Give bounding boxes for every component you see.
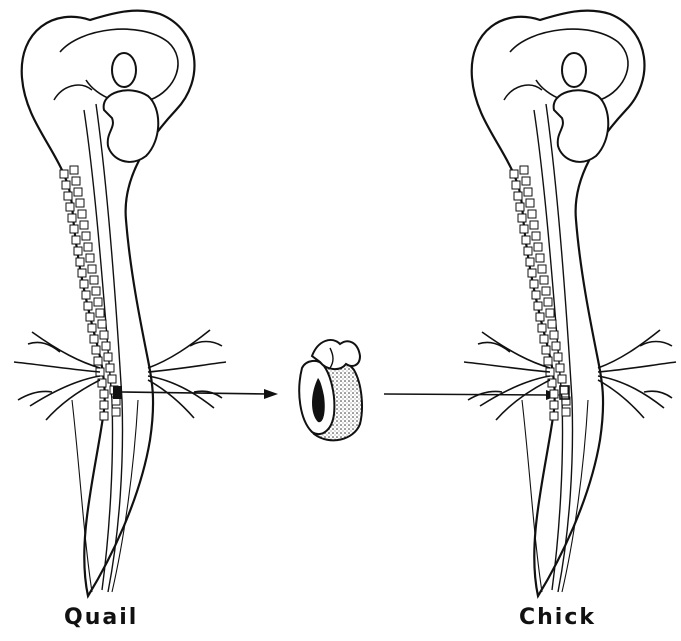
neural-tube-graft xyxy=(299,340,362,440)
excision-site-marker xyxy=(113,386,122,399)
quail-label: Quail xyxy=(64,605,138,630)
quail-embryo xyxy=(14,11,226,596)
chick-embryo xyxy=(464,11,676,596)
chick-label: Chick xyxy=(519,605,596,630)
